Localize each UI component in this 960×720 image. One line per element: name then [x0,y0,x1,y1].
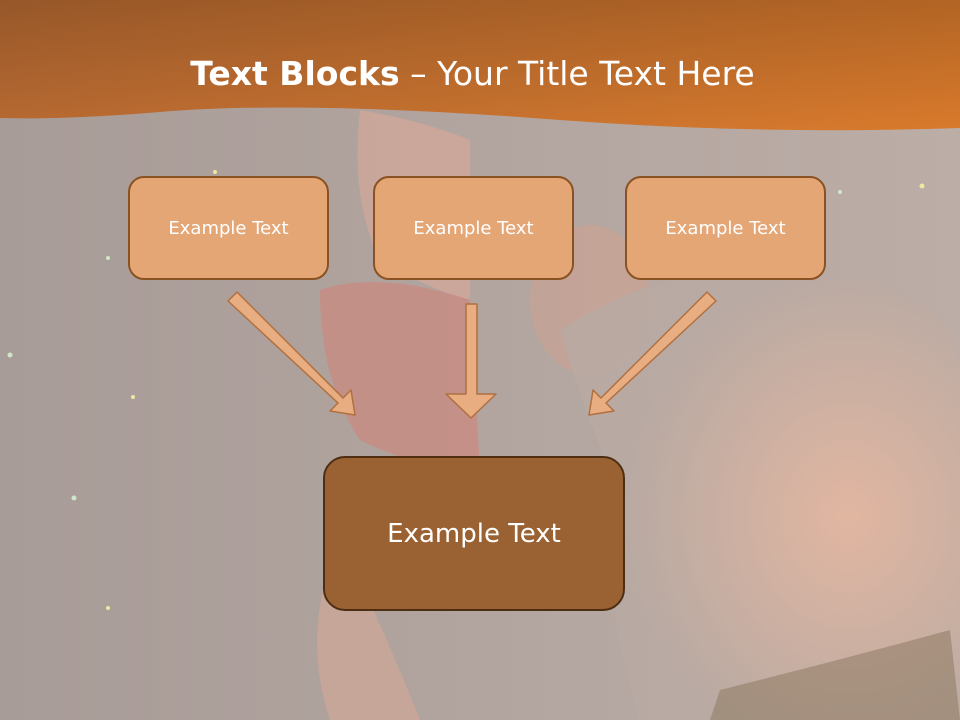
target-text-block[interactable]: Example Text [323,456,625,611]
text-block-3[interactable]: Example Text [625,176,826,280]
text-block-2[interactable]: Example Text [373,176,574,280]
title-dash: – [399,54,438,93]
text-block-3-label: Example Text [665,217,786,239]
title-bold-part: Text Blocks [190,54,400,93]
text-block-1[interactable]: Example Text [128,176,329,280]
text-block-2-label: Example Text [413,217,534,239]
text-block-1-label: Example Text [168,217,289,239]
header-band [0,0,960,131]
target-text-block-label: Example Text [387,518,561,549]
title-regular-part: Your Title Text Here [437,54,755,93]
slide-title: Text Blocks – Your Title Text Here [0,52,945,96]
